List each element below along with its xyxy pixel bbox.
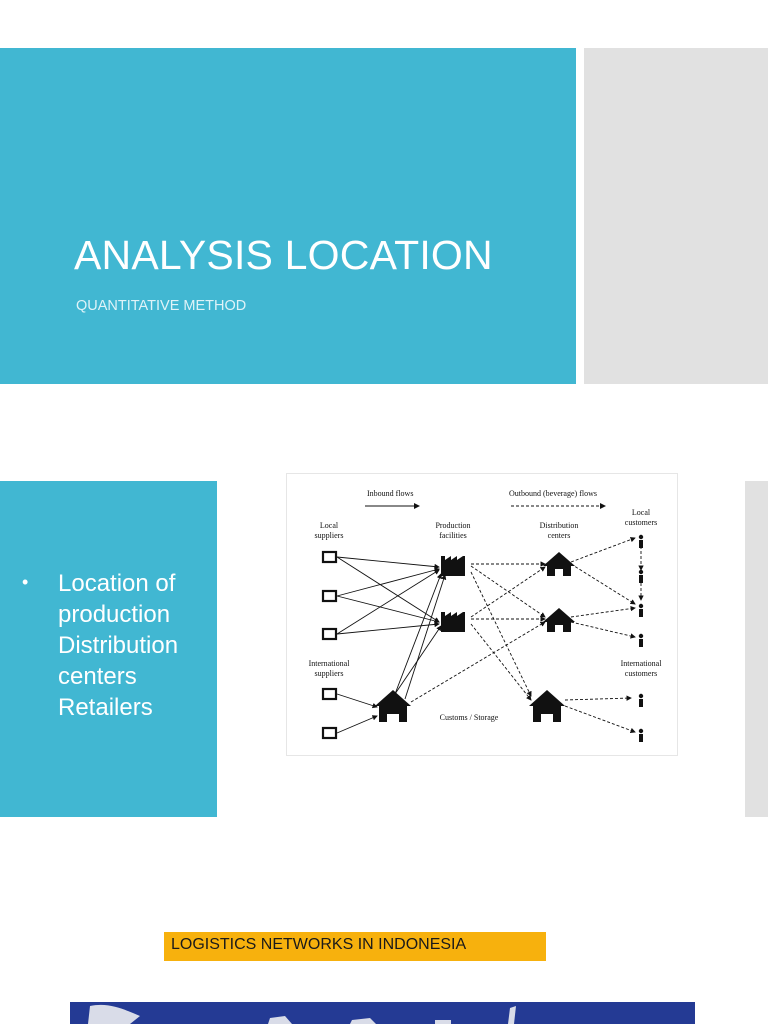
customs-warehouse-icons <box>375 690 565 722</box>
bullet-line: production <box>58 601 171 628</box>
local-customers-label-2: customers <box>625 518 657 527</box>
slide-title: ANALYSIS LOCATION <box>74 232 493 278</box>
island-shape <box>268 1016 292 1024</box>
customer-icons <box>638 534 644 742</box>
bullet-line: Retailers <box>58 694 153 721</box>
inbound-flows <box>336 556 447 734</box>
inbound-legend-label: Inbound flows <box>367 489 413 498</box>
international-customers-label-1: International <box>621 659 663 668</box>
local-suppliers-label-1: Local <box>320 521 339 530</box>
customs-storage-label: Customs / Storage <box>440 713 499 722</box>
bullet-line: Distribution <box>58 632 179 659</box>
outbound-legend-label: Outbound (beverage) flows <box>509 489 597 498</box>
bullet-panel <box>0 481 217 817</box>
international-suppliers-label-2: suppliers <box>315 669 344 678</box>
distribution-label-2: centers <box>548 531 571 540</box>
factory-icons <box>441 556 465 632</box>
production-label-2: facilities <box>439 531 467 540</box>
local-suppliers-label-2: suppliers <box>315 531 344 540</box>
island-shape <box>435 1020 451 1024</box>
international-customers-label-2: customers <box>625 669 657 678</box>
indonesia-map-image <box>70 1002 695 1024</box>
supplier-icons <box>321 550 338 740</box>
side-strip <box>745 481 768 817</box>
island-shape <box>88 1004 140 1024</box>
title-slide-panel <box>0 48 576 384</box>
distribution-label-1: Distribution <box>540 521 579 530</box>
slide-subtitle: QUANTITATIVE METHOD <box>76 298 247 314</box>
bullet-line: centers <box>58 663 137 690</box>
bullet-line: Location of <box>58 570 176 597</box>
title-slide-side-panel <box>584 48 768 384</box>
distribution-center-icons <box>543 552 575 632</box>
island-shape <box>350 1018 376 1024</box>
island-shape <box>508 1006 516 1024</box>
local-customers-label-1: Local <box>632 508 651 517</box>
international-suppliers-label-1: International <box>309 659 351 668</box>
bullet-icon: • <box>22 572 29 592</box>
production-label-1: Production <box>435 521 470 530</box>
logistics-network-diagram: Inbound flows Outbound (beverage) flows … <box>286 473 678 756</box>
section-banner-title: LOGISTICS NETWORKS IN INDONESIA <box>171 936 467 953</box>
outbound-flows <box>410 537 644 733</box>
section-banner <box>164 932 546 961</box>
